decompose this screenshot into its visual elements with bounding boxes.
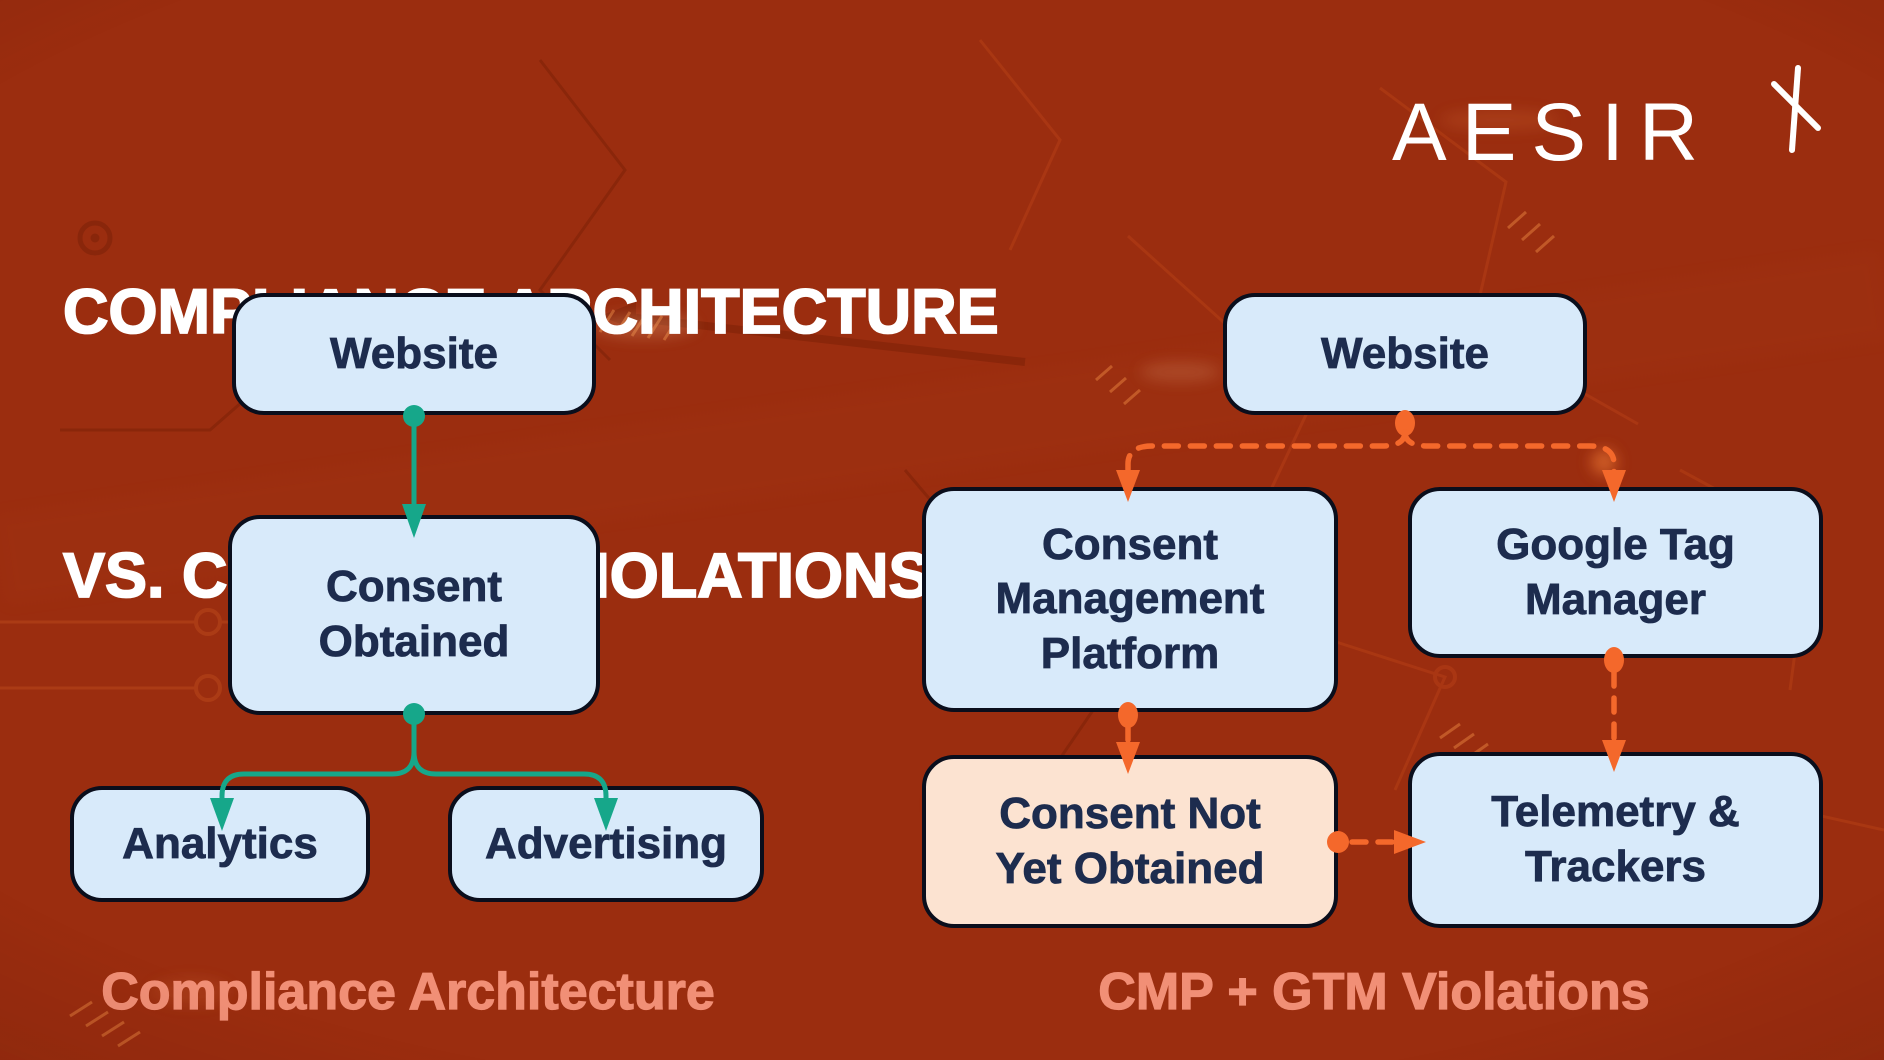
node-label: Telemetry & Trackers — [1491, 787, 1740, 891]
aesirx-logo: AESIR — [1392, 65, 1821, 174]
node-label: Website — [1321, 328, 1490, 378]
node-label: Website — [330, 328, 499, 378]
logo-wordmark: AESIR — [1392, 87, 1714, 178]
node-advertising: Advertising — [448, 786, 764, 902]
caption-cmp-gtm-violations: CMP + GTM Violations — [1098, 962, 1651, 1021]
node-label: Analytics — [122, 818, 318, 868]
caption-compliance-architecture: Compliance Architecture — [101, 962, 716, 1021]
node-label: Advertising — [484, 818, 728, 868]
node-label: Consent Management Platform — [995, 519, 1265, 678]
node-label: Google Tag Manager — [1496, 519, 1736, 624]
node-consent-obtained: Consent Obtained — [228, 515, 600, 715]
aesirx-x-icon — [1771, 65, 1821, 153]
node-label: Consent Not Yet Obtained — [995, 788, 1265, 893]
node-website-compliance: Website — [232, 293, 596, 415]
node-google-tag-manager: Google Tag Manager — [1408, 487, 1823, 658]
node-telemetry-trackers: Telemetry & Trackers — [1408, 752, 1823, 928]
node-consent-management-platform: Consent Management Platform — [922, 487, 1338, 712]
node-consent-not-yet-obtained: Consent Not Yet Obtained — [922, 755, 1338, 928]
node-website-violations: Website — [1223, 293, 1587, 415]
node-analytics: Analytics — [70, 786, 370, 902]
node-label: Consent Obtained — [318, 562, 510, 666]
